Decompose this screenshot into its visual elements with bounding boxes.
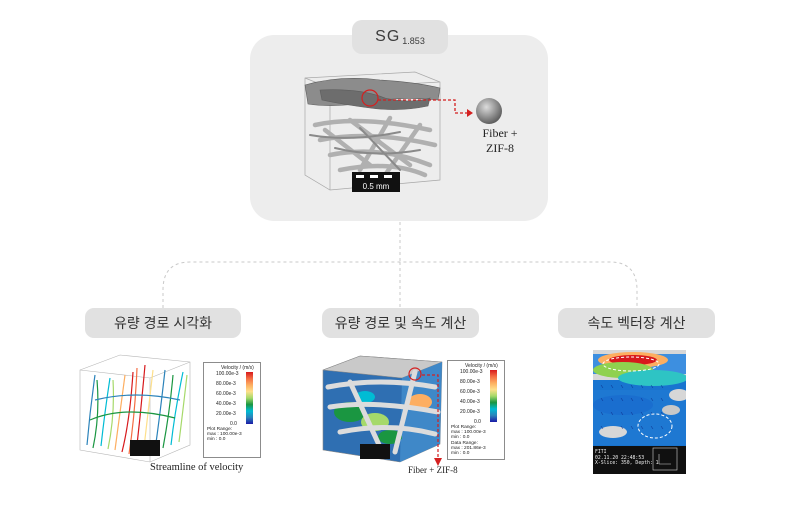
scale-bar-box [360,444,390,459]
legend-title: Velocity / (m/s) [221,365,254,371]
branch-flow-visualization: 유량 경로 시각화 [85,308,241,338]
branch-flow-and-velocity: 유량 경로 및 속도 계산 [322,308,479,338]
legend-title: Velocity / (m/s) [465,363,498,369]
velocity-legend-1: Velocity / (m/s) 100.00e-3 80.00e-3 60.0… [203,362,261,458]
legend-tick: 60.00e-3 [460,389,480,395]
fiber-label-line2: ZIF-8 [486,141,514,155]
legend-tick: 40.00e-3 [460,399,480,405]
legend-tick: 100.00e-3 [216,371,239,377]
sg-label: SG [375,28,401,45]
vector-arrows [600,384,664,430]
plot-min: min : 0.0 [451,435,470,441]
data-min: min : 0.0 [451,451,470,457]
sg-subscript: 1.853 [402,36,425,46]
map-info-line2: 02.11.20 22:48:53 [595,455,645,461]
fibers [312,115,438,178]
scale-bar-box [130,440,160,456]
legend-tick: 40.00e-3 [216,401,236,407]
region-highlight [602,356,660,372]
legend-colorbar [246,372,253,424]
fiber-bundle [304,78,441,110]
scale-bar-label: 0.5 mm [363,182,390,191]
legend-tick: 20.00e-3 [216,411,236,417]
zoom-arrow [378,99,473,117]
scale-bar-segment [356,175,364,178]
fiber-zif8-label: Fiber + ZIF-8 [470,126,530,156]
zoom-arrow-2 [422,374,442,466]
scale-bar-segment [370,175,378,178]
scale-bar-segment [384,175,392,178]
axis-indicator-box [652,447,678,471]
plot-max: max : 100.00e-3 [207,432,242,438]
map-info-overlay: FITI 02.11.20 22:48:53 X-Slice: 350, Dep… [595,450,659,467]
plot-min: min : 0.0 [207,437,226,443]
velocity-vector-map: FITI 02.11.20 22:48:53 X-Slice: 350, Dep… [593,350,686,474]
fibers [325,369,441,455]
legend-tick: 80.00e-3 [460,379,480,385]
legend-range-info: Plot Range: max : 100.00e-3 min : 0.0 Da… [451,425,486,456]
vector-field [593,350,686,474]
legend-tick: 0.0 [230,421,237,427]
fiber-sphere-icon [476,98,502,124]
plot-range-label: Plot Range: [207,427,233,432]
streamline-cube [79,354,191,463]
caption-streamline: Streamline of velocity [150,462,244,473]
plot-max: max : 100.00e-3 [451,430,486,436]
highlight-circle [361,89,379,107]
fiber-label-line1: Fiber + [482,126,518,140]
legend-tick: 20.00e-3 [460,409,480,415]
legend-tick: 80.00e-3 [216,381,236,387]
legend-tick: 0.0 [474,419,481,425]
fibers-thin [309,127,421,171]
legend-colorbar [490,370,497,422]
branch-velocity-vector-field: 속도 벡터장 계산 [558,308,715,338]
data-max: max : 201.86e-3 [451,445,486,451]
legend-tick: 60.00e-3 [216,391,236,397]
plot-range-label: Plot Range: [451,425,477,430]
map-info-line1: FITI [595,450,607,455]
region-highlight [637,413,673,439]
legend-range-info: Plot Range: max : 100.00e-3 min : 0.0 [207,427,242,443]
legend-tick: 100.00e-3 [460,369,483,375]
fiber-3d-render: 0.5 mm [304,71,441,192]
velocity-legend-2: Velocity / (m/s) 100.00e-3 80.00e-3 60.0… [447,360,505,460]
highlight-circle [408,367,422,381]
data-range-label: Data Range: [451,440,478,446]
caption-fiber-zif8: Fiber + ZIF-8 [408,465,458,475]
velocity-cube [322,355,443,463]
map-info-line3: X-Slice: 350, Depth: 1 [595,461,659,467]
